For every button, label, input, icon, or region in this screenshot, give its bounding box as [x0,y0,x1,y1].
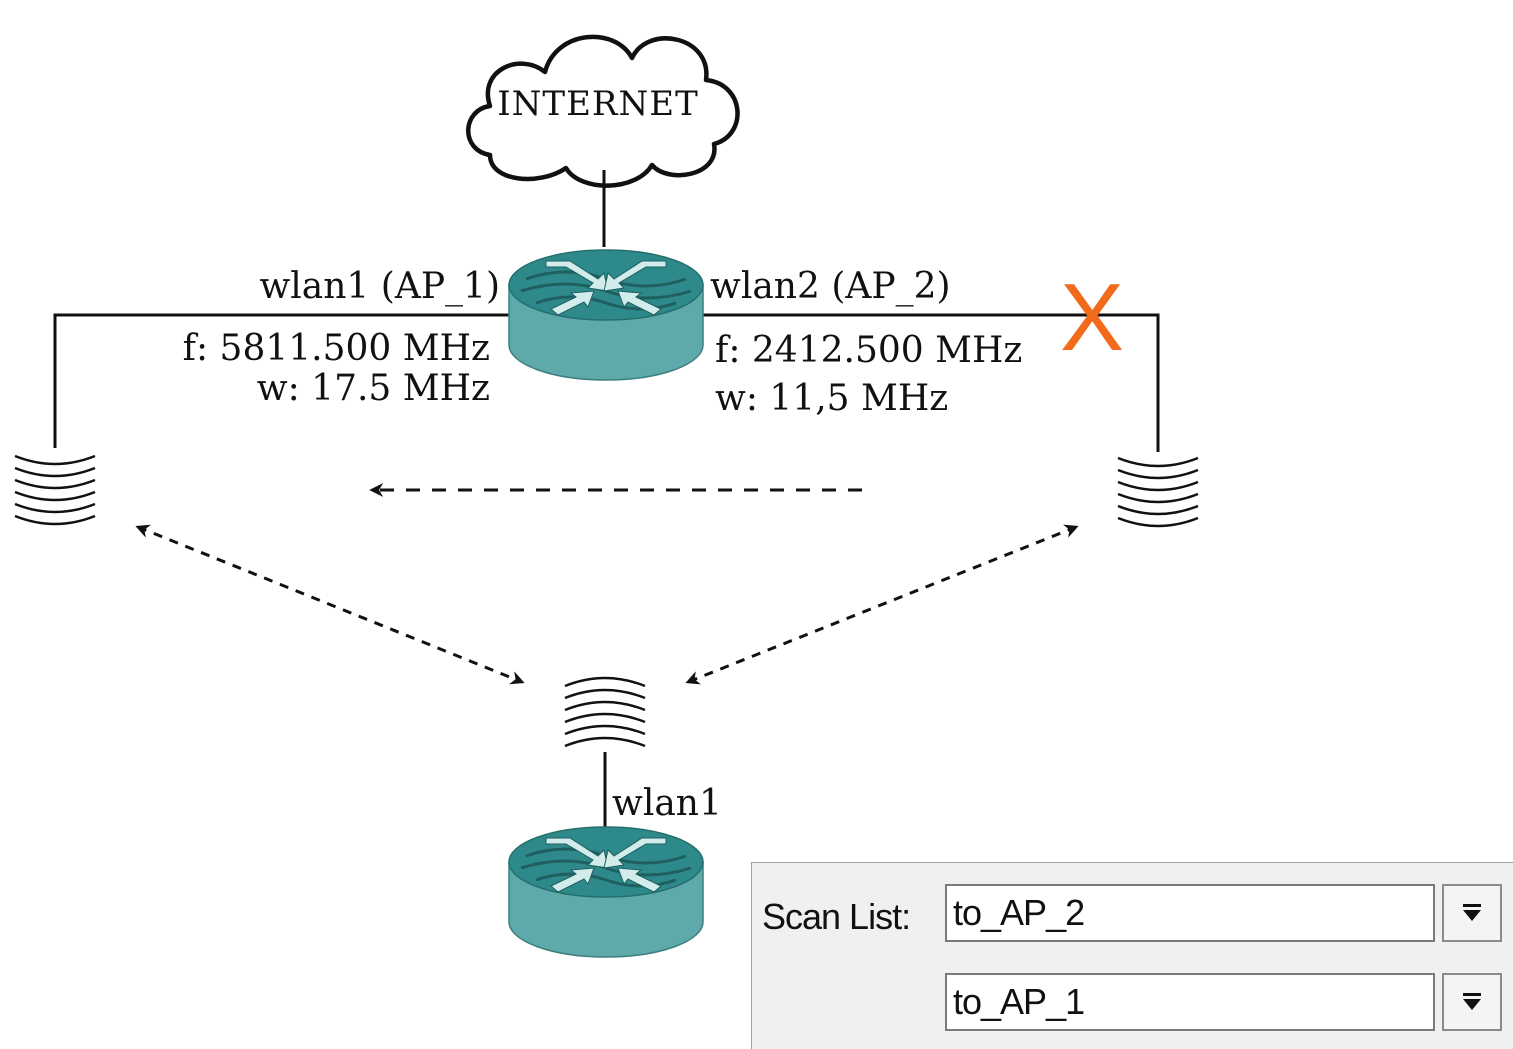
scan-list-entry-1[interactable]: to_AP_2 [945,884,1435,942]
ap2-antenna-icon [1116,456,1200,528]
client-ap2-link-arrow [685,524,1079,685]
ap1-antenna-icon [13,454,97,526]
ap2-width: w: 11,5 MHz [715,378,948,419]
main-router-icon [507,248,705,382]
ap1-name: wlan1 (AP_1) [259,266,500,307]
ap1-width: w: 17.5 MHz [257,368,490,409]
client-antenna-icon [563,676,647,748]
dropdown-arrow-icon [1463,993,1481,1010]
client-iface-label: wlan1 [612,783,722,824]
scan-list-panel: Scan List: to_AP_2 to_AP_1 [751,862,1513,1049]
scan-list-entry-2[interactable]: to_AP_1 [945,973,1435,1031]
ap2-frequency: f: 2412.500 MHz [715,330,1022,371]
ap2-name: wlan2 (AP_2) [710,266,951,307]
client-router-icon [507,825,705,959]
ap1-frequency: f: 5811.500 MHz [183,328,490,369]
broken-link-mark: X [1060,264,1124,371]
scan-list-label: Scan List: [762,896,911,937]
client-ap1-link-arrow [135,524,525,685]
scan-list-dropdown-button-2[interactable] [1442,973,1502,1031]
ap2-wire [700,313,1160,452]
scan-list-dropdown-button-1[interactable] [1442,884,1502,942]
ap1-wire [53,313,510,448]
dropdown-arrow-icon [1463,904,1481,921]
internet-cloud-icon [466,34,740,188]
internet-label: INTERNET [497,84,699,124]
